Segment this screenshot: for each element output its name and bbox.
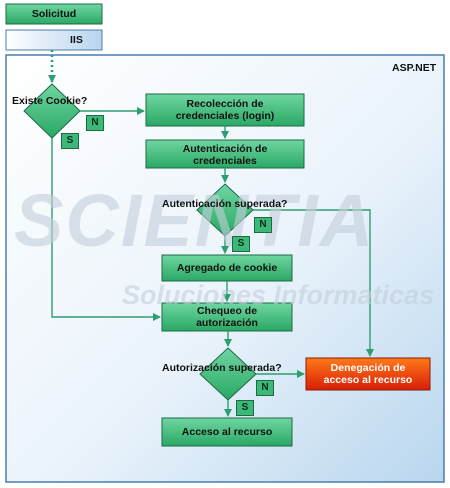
autenticacion-superada-label: Autenticación superada? bbox=[162, 198, 288, 210]
arrow-cookie-si bbox=[51, 138, 161, 321]
autorizacion-no-tag: N bbox=[256, 380, 274, 396]
existe-cookie-label: Existe Cookie? bbox=[12, 95, 88, 107]
denegacion-label: Denegación de acceso al recurso bbox=[323, 362, 413, 386]
arrow-autenticacion-no bbox=[253, 209, 374, 357]
iis-box bbox=[5, 29, 103, 51]
aspnet-title: ASP.NET bbox=[392, 62, 437, 74]
autorizacion-si-tag: S bbox=[236, 400, 254, 416]
autenticacion-label: Autenticación de credenciales bbox=[182, 143, 268, 167]
chequeo-label: Chequeo de autorización bbox=[196, 305, 258, 329]
autenticacion-si-tag: S bbox=[232, 236, 250, 252]
solicitud-box bbox=[5, 3, 103, 25]
autenticacion-box bbox=[145, 139, 305, 169]
autorizacion-superada-label: Autorización superada? bbox=[162, 362, 282, 374]
iis-label: IIS bbox=[70, 34, 83, 46]
cookie-si-tag: S bbox=[61, 133, 79, 149]
acceso-label: Acceso al recurso bbox=[181, 426, 273, 438]
solicitud-label: Solicitud bbox=[31, 8, 77, 20]
agregado-box bbox=[161, 254, 293, 282]
cookie-no-tag: N bbox=[86, 115, 104, 131]
autenticacion-no-tag: N bbox=[254, 217, 272, 233]
acceso-box bbox=[161, 417, 293, 447]
recoleccion-label: Recolección de credenciales (login) bbox=[175, 98, 275, 122]
watermark-main: SCIENTIA bbox=[14, 179, 376, 262]
watermark-sub: Soluciones Informaticas bbox=[122, 280, 435, 310]
chequeo-box bbox=[161, 302, 293, 332]
agregado-label: Agregado de cookie bbox=[176, 262, 278, 274]
denegacion-box bbox=[305, 357, 431, 391]
